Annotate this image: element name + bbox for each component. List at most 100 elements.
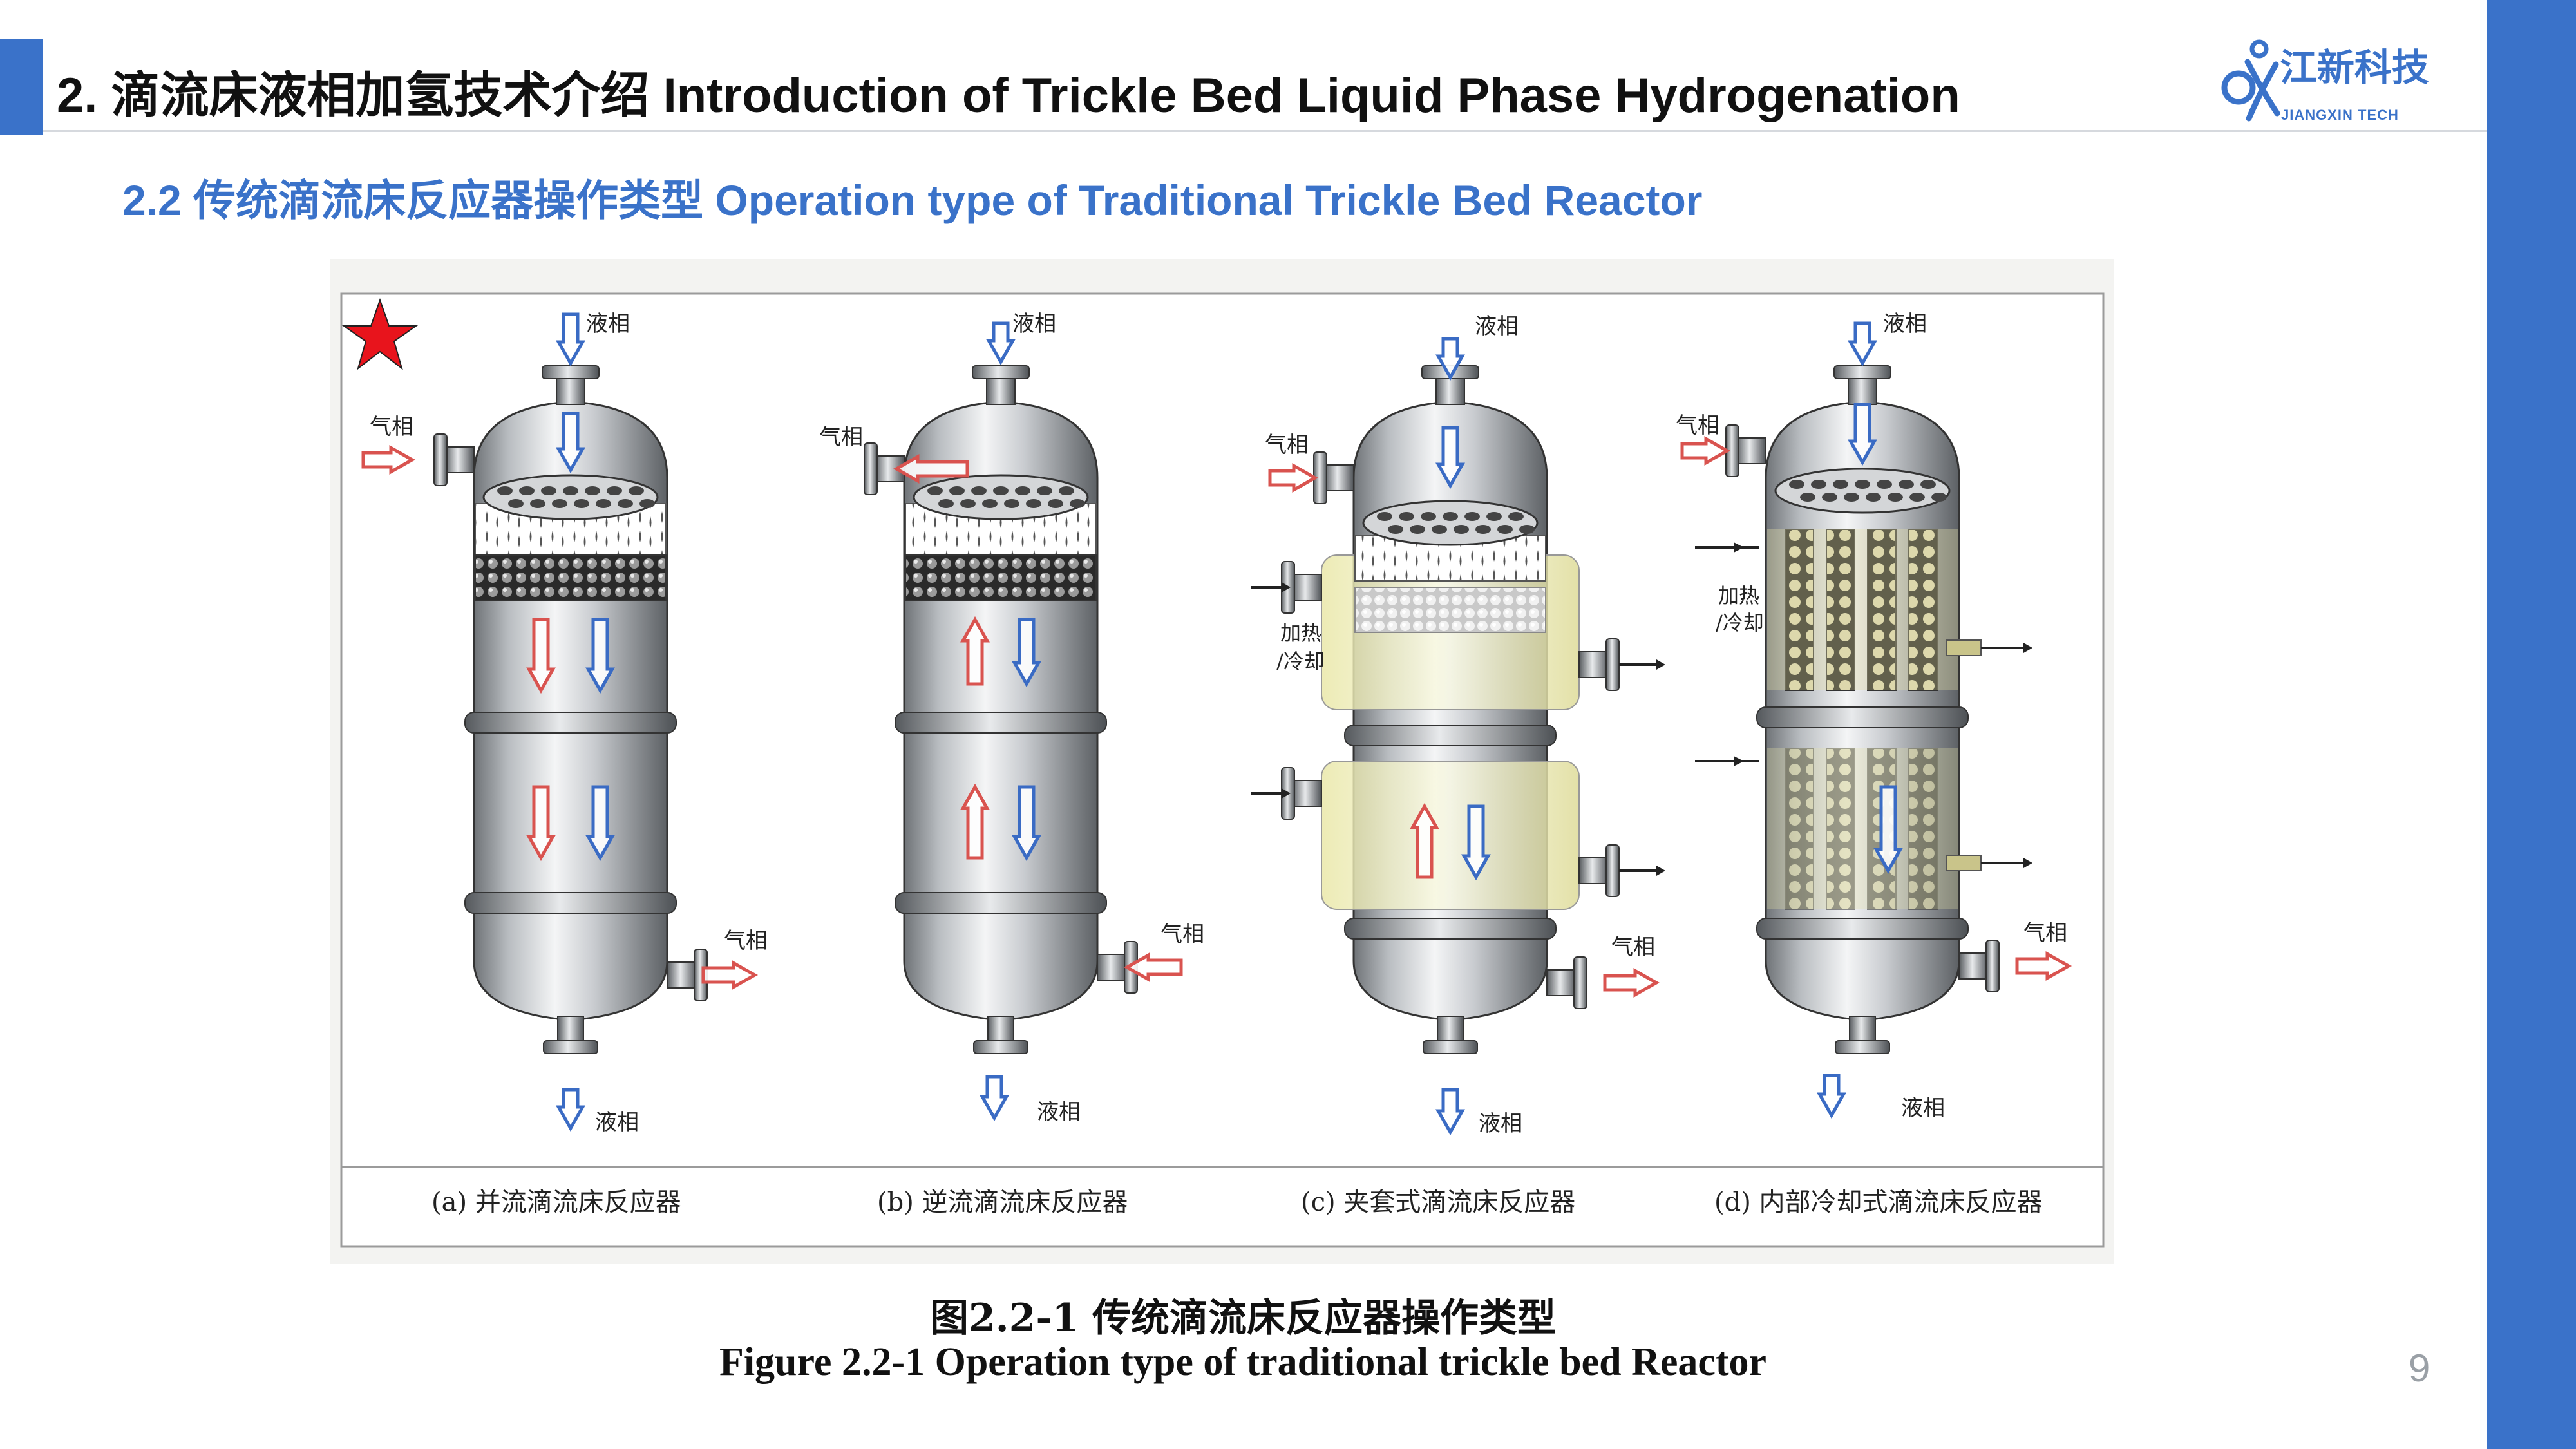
reactor-d-upper-tube-1	[1785, 529, 1814, 691]
reactor-a-distributor-hole	[497, 486, 513, 495]
section-subtitle: 2.2 传统滴流床反应器操作类型 Operation type of Tradi…	[122, 176, 1703, 224]
reactor-d-gas-in-label: 气相	[1676, 413, 1719, 439]
reactor-d-distributor-hole	[1877, 480, 1892, 489]
reactor-c-gas-in-label: 气相	[1265, 432, 1309, 458]
reactor-a-liquid-in-arrow	[556, 312, 585, 367]
reactor-b-distributor-hole	[993, 486, 1009, 495]
reactor-a-distributor	[482, 474, 659, 520]
reactor-b-bed-liquid-arrow-1	[1012, 618, 1041, 688]
reactor-a-bed-gas-arrow-2	[526, 785, 556, 862]
reactor-d-gas-out-label: 气相	[2023, 920, 2067, 946]
reactor-d-gas-outlet-flange	[1985, 940, 2000, 992]
reactor-d-coolant-stub-2	[1946, 855, 1982, 871]
reactor-figure: 液相气相气相液相液相气相气相液相液相气相加热/冷却气相液相液相气相加热/冷却气相…	[330, 259, 2114, 1264]
reactor-c-jacket-out-1-neck	[1578, 651, 1609, 678]
reactor-c-distributor-hole	[1410, 525, 1425, 534]
reactor-b-distributor-hole	[1015, 486, 1030, 495]
reactor-a-gas-inlet-flange	[433, 433, 448, 486]
reactor-a-band-1	[464, 712, 677, 734]
reactor-c-distributor-hole	[1508, 512, 1524, 521]
reactor-d-gas-in-arrow	[1680, 436, 1731, 466]
right-accent-band	[2487, 0, 2576, 1449]
reactor-a-gas-inlet-neck	[444, 446, 475, 473]
reactor-b-bed-liquid-arrow-2	[1012, 785, 1041, 862]
reactor-d-liquid-in-label: 液相	[1883, 311, 1927, 337]
reactor-c-jacket-in-head-2	[1282, 788, 1291, 799]
reactor-a-distributor-hole	[552, 499, 567, 508]
reactor-d-upper-shell	[1767, 529, 1958, 690]
reactor-d-distributor-hole	[1909, 493, 1925, 502]
reactor-a-top-nozzle-flange	[542, 365, 600, 379]
reactor-d-coolant-in-head-2	[1734, 756, 1744, 766]
panel-a-caption: (a) 并流滴流床反应器	[431, 1188, 681, 1217]
reactor-a-top-nozzle-neck	[556, 374, 585, 405]
reactor-b-gas-out-arrow	[893, 454, 969, 484]
reactor-a-distributor-hole	[541, 486, 556, 495]
reactor-b-distributor-hole	[982, 499, 998, 508]
reactor-c-gas-out-arrow	[1603, 968, 1660, 998]
reactor-a-catalyst-bed	[475, 554, 667, 601]
reactor-a-distributor-hole	[574, 499, 589, 508]
reactor-d-coolant-stub-1	[1946, 639, 1982, 656]
reactor-c-jacket-out-2-flange	[1605, 844, 1620, 897]
reactor-d-distributor-hole	[1920, 480, 1936, 489]
reactor-d-lower-tube-1	[1785, 748, 1814, 910]
reactor-c-jacket-out-1-flange	[1605, 638, 1620, 691]
reactor-d-cool-label: /冷却	[1716, 611, 1764, 635]
reactor-a-distributor-hole	[585, 486, 600, 495]
reactor-b-gas-outlet-flange	[864, 442, 878, 495]
reactor-a-bed-liquid-arrow-2	[585, 785, 615, 862]
highlight-star-icon	[341, 298, 419, 370]
reactor-c-bottom-flange	[1423, 1040, 1478, 1054]
reactor-d-distributor-hole	[1931, 493, 1947, 502]
reactor-d-band-1	[1756, 706, 1969, 728]
reactor-d-distributor-hole	[1888, 493, 1903, 502]
reactor-a-liquid-in-label: 液相	[586, 311, 630, 337]
reactor-d-gas-outlet-neck	[1958, 952, 1989, 980]
reactor-c-gas-inlet-neck	[1323, 464, 1354, 491]
panel-d-caption: (d) 内部冷却式滴流床反应器	[1714, 1188, 2043, 1217]
reactor-d-bottom-neck	[1849, 1016, 1876, 1045]
reactor-a-liquid-out-arrow	[556, 1088, 585, 1132]
reactor-c-gas-outlet-neck	[1546, 969, 1577, 996]
reactor-c-band-2	[1344, 918, 1557, 940]
reactor-c-bed-gas-arrow	[1410, 802, 1439, 879]
reactor-c-distributor-hole	[1475, 525, 1491, 534]
reactor-b-gas-in-arrow	[1123, 952, 1183, 982]
reactor-b-distributor-hole	[1004, 499, 1019, 508]
reactor-d-distributor	[1774, 468, 1951, 514]
reactor-d-distributor-hole	[1833, 480, 1848, 489]
reactor-c-jacket-out-2-neck	[1578, 857, 1609, 884]
reactor-a-distributor-hole	[596, 499, 611, 508]
reactor-d-distributor-hole	[1822, 493, 1837, 502]
reactor-b-distributor-hole	[971, 486, 987, 495]
reactor-c-distributor-hole	[1497, 525, 1513, 534]
reactor-b-bed-gas-arrow-1	[960, 616, 990, 686]
reactor-a-distributor-hole	[530, 499, 545, 508]
reactor-b-distributor-hole	[1026, 499, 1041, 508]
reactor-c-catalyst-bed	[1354, 587, 1546, 633]
reactor-d-upper-tube-4	[1908, 529, 1938, 691]
reactor-c-distributor-hole	[1519, 525, 1535, 534]
reactor-a-distributor-hole	[508, 499, 524, 508]
reactor-d-coolant-in-head-1	[1734, 542, 1744, 553]
reactor-d-upper-tube-3	[1867, 529, 1897, 691]
reactor-c-distributor-hole	[1486, 512, 1502, 521]
reactor-b-band-2	[895, 892, 1107, 914]
reactor-d-band-2	[1756, 918, 1969, 940]
reactor-c-liquid-in-label: 液相	[1475, 314, 1519, 339]
company-logo: 江新科技 JIANGXIN TECH	[2215, 36, 2429, 126]
reactor-d-top-nozzle-flange	[1833, 365, 1891, 379]
reactor-d-distributor-hole	[1844, 493, 1859, 502]
reactor-a-gas-in-arrow	[361, 445, 416, 475]
logo-mark-icon	[2221, 39, 2280, 122]
reactor-d-coolant-out-head-1	[2023, 643, 2032, 653]
reactor-d-liquid-out-arrow	[1817, 1074, 1846, 1119]
reactor-d-coolant-out-head-2	[2023, 858, 2032, 868]
reactor-b-distributor-hole	[1059, 486, 1074, 495]
reactor-d-distributor-hole	[1789, 480, 1804, 489]
reactor-b-distributor-hole	[960, 499, 976, 508]
reactor-d-liquid-out-label: 液相	[1901, 1095, 1945, 1121]
reactor-b-liquid-in-label: 液相	[1012, 311, 1056, 337]
reactor-b-top-nozzle-neck	[986, 374, 1016, 405]
